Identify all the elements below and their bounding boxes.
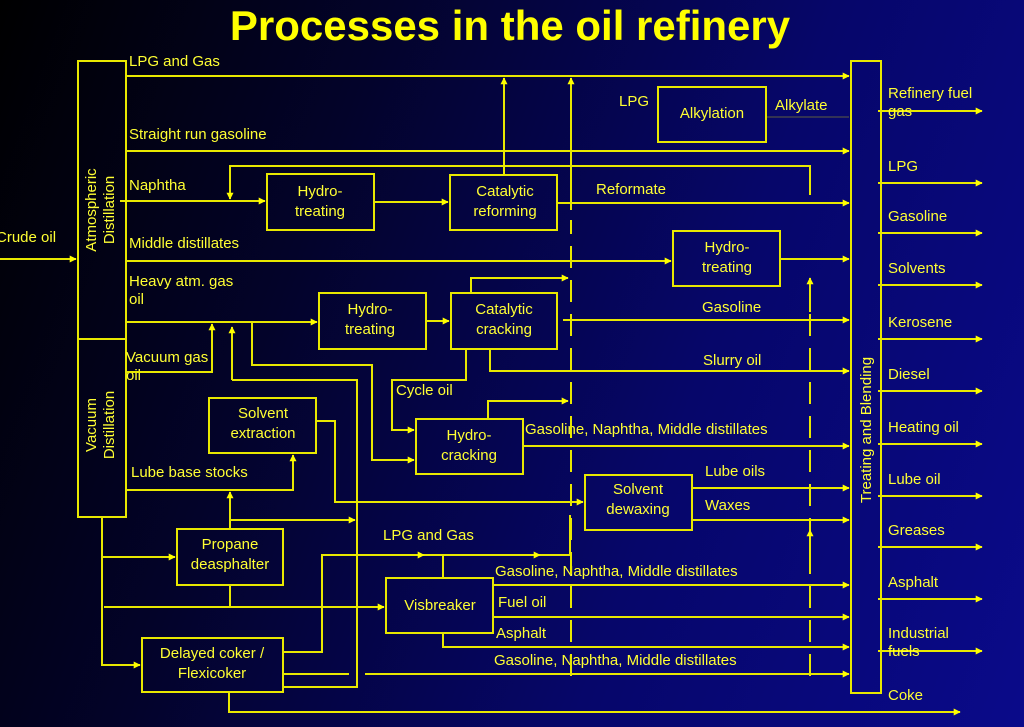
stream-lpg-label: LPG	[619, 93, 649, 110]
stream-lpg-gas-lower-label: LPG and Gas	[383, 527, 474, 544]
page-title: Processes in the oil refinery	[230, 2, 791, 49]
visbreaker-unit: Visbreaker	[385, 577, 494, 634]
hydrotreating-naphtha-unit: Hydro- treating	[266, 173, 375, 231]
unit-label: Hydro-	[704, 239, 749, 256]
stream-vacuum-gas-oil-label-1: Vacuum gas	[126, 349, 208, 366]
product-label: Solvents	[888, 260, 946, 277]
product-label: Industrial	[888, 625, 949, 642]
flow-hc-gas-up	[487, 397, 569, 419]
unit-label: extraction	[230, 425, 295, 442]
catalytic-cracking-unit: Catalytic cracking	[450, 292, 558, 350]
stream-cycle-oil-label: Cycle oil	[396, 382, 453, 399]
delayed-coker-unit: Delayed coker / Flexicoker	[141, 637, 284, 693]
stream-waxes-label: Waxes	[705, 497, 750, 514]
product-label: Asphalt	[888, 574, 939, 591]
unit-label: Hydro-	[347, 301, 392, 318]
flow-slurry-oil	[489, 349, 850, 375]
flow-fcc-gas-up	[470, 274, 569, 293]
unit-label: reforming	[473, 203, 536, 220]
product-label: Diesel	[888, 366, 930, 383]
atmospheric-label-2: Distillation	[101, 176, 118, 244]
stream-lube-base-label: Lube base stocks	[131, 464, 248, 481]
unit-label: Catalytic	[475, 301, 533, 318]
stream-fuel-oil-label: Fuel oil	[498, 594, 546, 611]
flow-cycle-oil	[391, 349, 467, 434]
stream-middle-distillates-label: Middle distillates	[129, 235, 239, 252]
unit-label: Catalytic	[476, 183, 534, 200]
product-label: Lube oil	[888, 471, 941, 488]
product-label: Refinery fuel	[888, 85, 972, 102]
stream-asphalt-label: Asphalt	[496, 625, 547, 642]
product-label: Kerosene	[888, 314, 952, 331]
flow-lube-base	[126, 454, 297, 491]
unit-label: Flexicoker	[178, 665, 246, 682]
unit-label: Visbreaker	[404, 597, 475, 614]
vacuum-label-1: Vacuum	[83, 398, 100, 452]
unit-label: Delayed coker /	[160, 645, 265, 662]
flow-recycle-naphtha	[226, 165, 811, 200]
product-label: Coke	[888, 687, 923, 704]
unit-label: Hydro-	[297, 183, 342, 200]
stream-straight-run-label: Straight run gasoline	[129, 126, 267, 143]
treating-blending-box	[850, 60, 882, 694]
product-label: Gasoline	[888, 208, 947, 225]
stream-visbreaker-products-label: Gasoline, Naphtha, Middle distillates	[495, 563, 738, 580]
propane-deasphalter-unit: Propane deasphalter	[176, 528, 284, 586]
unit-label: treating	[702, 259, 752, 276]
flow-coke	[228, 692, 961, 716]
flow-vertical-feed	[232, 379, 358, 520]
atmospheric-label-1: Atmospheric	[83, 168, 100, 252]
product-label: Heating oil	[888, 419, 959, 436]
flow-lines	[101, 72, 961, 716]
product-label: gas	[888, 103, 912, 120]
flow-vacuum-gas-oil	[126, 323, 216, 373]
stream-reformate-label: Reformate	[596, 181, 666, 198]
alkylation-unit: Alkylation	[657, 86, 767, 143]
vacuum-label-2: Distillation	[101, 391, 118, 459]
unit-label: Alkylation	[680, 105, 744, 122]
stream-lpg-gas-label: LPG and Gas	[129, 53, 220, 70]
stream-heavy-gas-oil-label-1: Heavy atm. gas	[129, 273, 233, 290]
unit-label: cracking	[441, 447, 497, 464]
unit-label: Solvent	[613, 481, 664, 498]
stream-heavy-gas-oil-label-2: oil	[129, 291, 144, 308]
unit-label: deasphalter	[191, 556, 269, 573]
unit-label: cracking	[476, 321, 532, 338]
hydrotreating-middle-unit: Hydro- treating	[672, 230, 781, 287]
unit-label: Solvent	[238, 405, 289, 422]
unit-label: treating	[295, 203, 345, 220]
crude-oil-label: Crude oil	[0, 229, 56, 246]
stream-coker-products-label: Gasoline, Naphtha, Middle distillates	[494, 652, 737, 669]
stream-hydrocracking-products-label: Gasoline, Naphtha, Middle distillates	[525, 421, 768, 438]
flow-to-hydrocracker	[251, 322, 415, 464]
treating-label: Treating and Blending	[858, 357, 875, 503]
stream-vacuum-gas-oil-label-2: oil	[126, 367, 141, 384]
stream-naphtha-label: Naphtha	[129, 177, 186, 194]
solvent-extraction-unit: Solvent extraction	[208, 397, 317, 454]
solvent-dewaxing-unit: Solvent dewaxing	[584, 474, 693, 531]
catalytic-reforming-unit: Catalytic reforming	[449, 174, 558, 231]
stream-lube-oils-label: Lube oils	[705, 463, 765, 480]
product-label: Greases	[888, 522, 945, 539]
product-label: fuels	[888, 643, 920, 660]
hydrocracking-unit: Hydro- cracking	[415, 418, 524, 475]
flow-coker-up	[283, 520, 358, 688]
hydrotreating-gasoil-unit: Hydro- treating	[318, 292, 427, 350]
unit-label: Propane	[202, 536, 259, 553]
product-label: LPG	[888, 158, 918, 175]
stream-gasoline-label: Gasoline	[702, 299, 761, 316]
unit-label: dewaxing	[606, 501, 669, 518]
flow-extraction-to-dewax	[316, 420, 584, 506]
unit-label: Hydro-	[446, 427, 491, 444]
flow-to-coker	[101, 517, 141, 669]
unit-label: treating	[345, 321, 395, 338]
flow-asphalt	[442, 633, 850, 651]
flow-lpg-gas-lower	[283, 515, 571, 653]
stream-slurry-oil-label: Slurry oil	[703, 352, 761, 369]
stream-alkylate-label: Alkylate	[775, 97, 828, 114]
